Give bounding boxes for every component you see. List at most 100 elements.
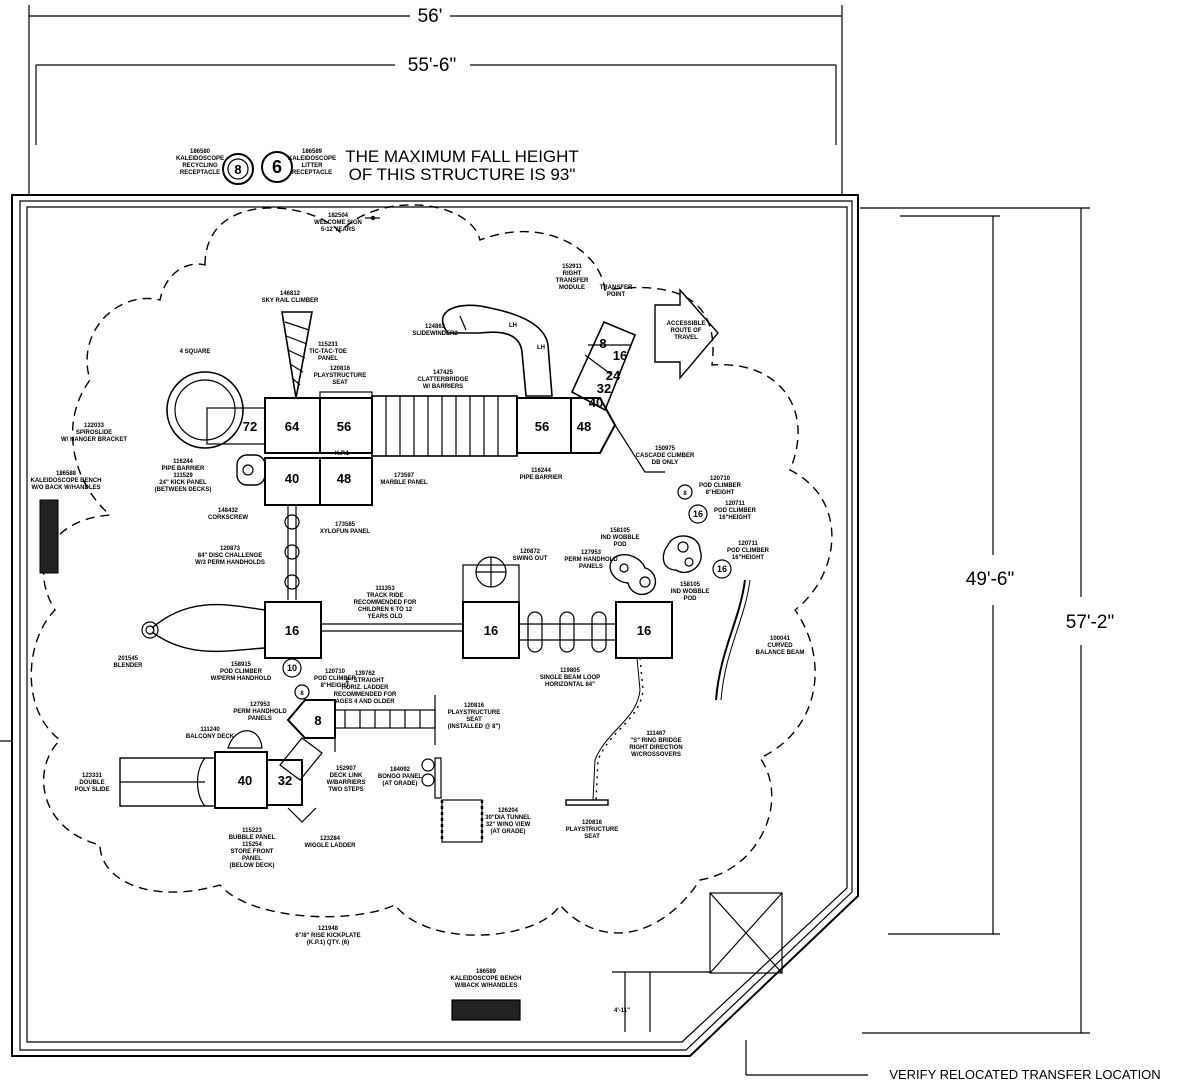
overall-width-label: 56' bbox=[418, 6, 443, 27]
bench-bottom bbox=[451, 999, 521, 1021]
label-balance-line-2: CURVED bbox=[767, 643, 793, 649]
s-ring-bridge bbox=[595, 657, 644, 801]
label-balcony-line-2: BALCONY DECK bbox=[186, 734, 235, 740]
label-pod16b-line-3: 16"HEIGHT bbox=[732, 555, 765, 561]
label-clatter-line-1: 147425 bbox=[433, 370, 454, 376]
transfer-step-24: 24 bbox=[606, 368, 621, 383]
label-bongo-line-2: BONGO PANEL bbox=[378, 774, 423, 780]
deck-64-number: 64 bbox=[285, 419, 300, 434]
label-tic-tac-line-2: TIC-TAC-TOE bbox=[309, 349, 347, 355]
label-deck-link-line-2: DECK LINK bbox=[330, 773, 363, 779]
label-recycle-line-2: KALEIDOSCOPE bbox=[176, 156, 224, 162]
deck-16c bbox=[615, 601, 673, 659]
label-right-transfer-line-2: RIGHT bbox=[563, 271, 582, 277]
label-horiz-ladder-line-5: AGES 4 AND OLDER bbox=[335, 699, 395, 705]
label-pod8-line-2: POD CLIMBER bbox=[699, 483, 742, 489]
label-pipe-barrier-line-2: PIPE BARRIER bbox=[162, 466, 205, 472]
label-balance-line-1: 100041 bbox=[770, 636, 791, 642]
label-ps-seat-mid-line-4: (INSTALLED @ 8") bbox=[448, 724, 501, 730]
label-tunnel-line-4: (AT GRADE) bbox=[491, 829, 526, 835]
site-boundary-middle bbox=[19, 200, 853, 1051]
label-pod-perm-line-1: 158915 bbox=[231, 662, 252, 668]
label-perm-hh1-line-3: PANELS bbox=[579, 564, 603, 570]
wobble-pod-1 bbox=[609, 554, 657, 596]
slidewinder bbox=[441, 304, 553, 397]
label-track-ride-line-2: TRACK RIDE bbox=[367, 593, 404, 599]
deck-16a bbox=[264, 601, 322, 659]
deck-40a-number: 40 bbox=[285, 471, 299, 486]
label-perm-hh2-line-2: PERM HANDHOLD bbox=[233, 709, 287, 715]
label-pipe-barrier-line-4: 24" KICK PANEL bbox=[159, 480, 207, 486]
deck-16a-number: 16 bbox=[285, 623, 299, 638]
bench-left bbox=[39, 499, 59, 574]
fall-height-line-1: THE MAXIMUM FALL HEIGHT bbox=[345, 147, 579, 166]
label-spiroslide-line-2: SPIROSLIDE bbox=[76, 430, 112, 436]
deck-48b bbox=[319, 457, 373, 506]
inner-width-label: 55'-6" bbox=[408, 55, 456, 76]
label-litter-line-2: KALEIDOSCOPE bbox=[288, 156, 336, 162]
label-ps-seat-top-line-2: PLAYSTRUCTURE bbox=[314, 373, 366, 379]
label-pod16b-line-1: 120711 bbox=[738, 541, 758, 547]
pod-climber-8a bbox=[677, 484, 693, 500]
label-bubble-line-2: BUBBLE PANEL bbox=[229, 835, 276, 841]
label-marble-line-1: 173597 bbox=[394, 473, 415, 479]
label-pod8-line-3: 8"HEIGHT bbox=[706, 490, 735, 496]
pod-10-number: 10 bbox=[287, 663, 297, 673]
label-swing-out-line-1: 120872 bbox=[520, 549, 541, 555]
label-track-ride-line-1: 111353 bbox=[375, 586, 395, 592]
label-welcome-line-3: 5-12 YEARS bbox=[321, 227, 355, 233]
kick-plate-label: K.P.1 bbox=[335, 451, 350, 457]
label-ring-bridge-line-1: 111467 bbox=[646, 731, 666, 737]
label-cascade-line-1: 150975 bbox=[655, 446, 676, 452]
transfer-location-box bbox=[709, 892, 868, 1076]
label-perm-hh1-line-2: PERM HANDHOLD bbox=[564, 557, 618, 563]
label-pod16b-line-2: POD CLIMBER bbox=[727, 548, 770, 554]
deck-48b-number: 48 bbox=[337, 471, 351, 486]
label-double-poly-line-2: DOUBLE bbox=[79, 780, 104, 786]
curved-balance-beam bbox=[715, 579, 746, 701]
pod-8a-number: 8 bbox=[683, 491, 687, 497]
pod-climber-8b bbox=[294, 684, 310, 700]
component-labels: 186580KALEIDOSCOPERECYCLINGRECEPTACLE186… bbox=[30, 149, 804, 989]
label-disc-line-2: 84" DISC CHALLENGE bbox=[198, 553, 263, 559]
label-bubble-line-1: 115223 bbox=[242, 828, 262, 834]
label-wiggle-line-2: WIGGLE LADDER bbox=[305, 843, 357, 849]
label-tunnel-line-2: 30"DIA TUNNEL bbox=[485, 815, 531, 821]
deck-32 bbox=[266, 759, 303, 806]
deck-link bbox=[279, 737, 323, 781]
deck-56a-number: 56 bbox=[337, 419, 351, 434]
label-pod-perm-line-2: POD CLIMBER bbox=[220, 669, 263, 675]
transfer-step-32: 32 bbox=[597, 381, 611, 396]
label-xylofun-line-1: 173585 bbox=[335, 522, 356, 528]
deck-72-number: 72 bbox=[243, 419, 257, 434]
inner-height-label: 49'-6" bbox=[966, 569, 1014, 590]
label-bubble-line-5: PANEL bbox=[242, 856, 262, 862]
label-blender-line-1: 201545 bbox=[118, 656, 139, 662]
use-zone-dashed-boundary bbox=[30, 204, 833, 936]
overall-height-dimension bbox=[860, 207, 1090, 1034]
label-right-transfer-line-4: MODULE bbox=[559, 285, 585, 291]
label-horiz-ladder-line-4: RECOMMENDED FOR bbox=[334, 692, 397, 698]
label-wobble2-line-1: 158105 bbox=[680, 582, 701, 588]
label-recycle-line-4: RECEPTACLE bbox=[180, 170, 220, 176]
litter-number: 6 bbox=[272, 157, 282, 177]
label-single-loop-line-3: HORIZONTAL 84" bbox=[545, 682, 595, 688]
label-clatter-line-3: W/ BARRIERS bbox=[423, 384, 463, 390]
label-double-poly-line-1: 123331 bbox=[82, 773, 103, 779]
corkscrew-block bbox=[236, 454, 266, 486]
label-spiroslide-line-1: 122033 bbox=[84, 423, 105, 429]
label-bench-bottom-line-3: W/BACK W/HANDLES bbox=[455, 983, 518, 989]
tic-tac-toe-panel bbox=[319, 391, 373, 399]
deck-40b-number: 40 bbox=[238, 773, 252, 788]
label-sky-rail-line-1: 146812 bbox=[280, 291, 301, 297]
label-pod8b-line-1: 120710 bbox=[325, 669, 346, 675]
label-accessible-line-1: ACCESSIBLE bbox=[667, 321, 706, 327]
label-pipe-barrier-line-3: 111529 bbox=[173, 473, 193, 479]
label-bubble-line-4: STORE FRONT bbox=[231, 849, 274, 855]
label-accessible-line-2: ROUTE OF bbox=[671, 328, 702, 334]
label-disc-line-3: W/3 PERM HANDHOLDS bbox=[195, 560, 265, 566]
deck-48a-number: 48 bbox=[577, 419, 591, 434]
label-four-square-line-1: 4 SQUARE bbox=[180, 349, 211, 355]
label-blender-line-2: BLENDER bbox=[113, 663, 143, 669]
label-horiz-ladder-line-3: HORIZ. LADDER bbox=[342, 685, 390, 691]
